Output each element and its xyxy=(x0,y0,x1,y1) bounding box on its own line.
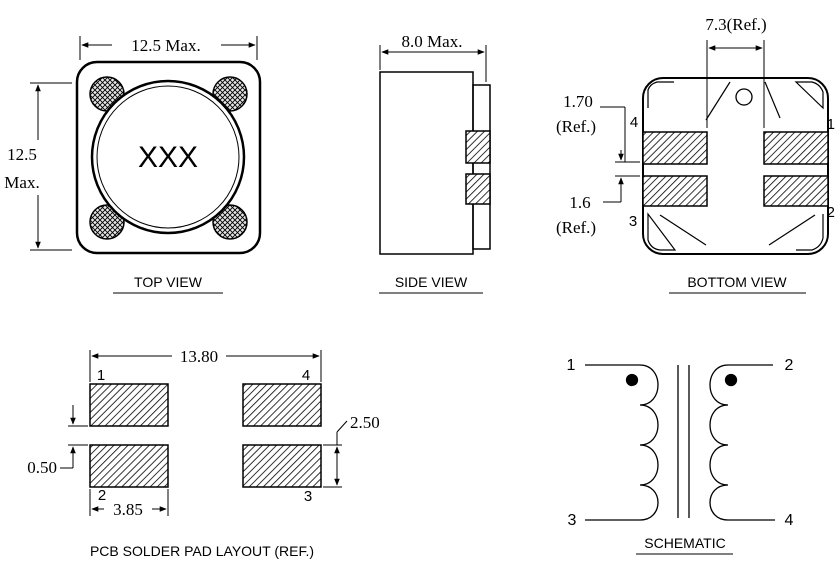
side-view xyxy=(379,45,491,255)
bottom-view xyxy=(600,40,829,255)
bottom-view-body xyxy=(642,77,829,255)
top-height-label-line2: Max. xyxy=(4,173,39,192)
bottom-lead-br xyxy=(768,214,816,246)
schematic xyxy=(585,364,775,521)
top-view-winding-circle xyxy=(90,79,246,235)
bottom-corner-tr xyxy=(794,81,824,110)
pcb-pad-height-label: 2.50 xyxy=(350,413,380,432)
top-height-label-line1: 12.5 xyxy=(7,145,37,164)
schematic-pin-label-2: 2 xyxy=(785,357,794,374)
pcb-layout-caption: PCB SOLDER PAD LAYOUT (REF.) xyxy=(90,543,314,559)
bottom-pad-3 xyxy=(642,175,708,207)
bottom-pin-label-4: 4 xyxy=(630,114,638,131)
bottom-pad-4 xyxy=(642,131,708,165)
schematic-pin-label-1: 1 xyxy=(567,357,576,374)
bottom-pad-height-label-line2: (Ref.) xyxy=(556,117,596,136)
bottom-pad-gap-label-line2: (Ref.) xyxy=(556,218,596,237)
top-view-marking: XXX xyxy=(138,141,198,174)
bottom-pad-1 xyxy=(763,131,829,165)
bottom-pad-2 xyxy=(763,175,829,207)
bottom-lead-tl xyxy=(705,81,731,121)
pcb-pad-4 xyxy=(242,383,322,427)
side-view-terminal xyxy=(472,84,491,250)
pcb-pad-1 xyxy=(89,383,169,427)
schematic-pin-label-3: 3 xyxy=(568,512,577,529)
pcb-pin-label-4: 4 xyxy=(302,367,310,384)
pcb-pin-label-1: 1 xyxy=(97,367,105,384)
bottom-pitch-label: 7.3(Ref.) xyxy=(705,15,766,34)
side-thickness-label: 8.0 Max. xyxy=(402,32,463,51)
top-view-inner-circle xyxy=(96,85,240,229)
schematic-dot-primary xyxy=(625,373,639,387)
schematic-secondary-winding xyxy=(709,364,775,521)
bottom-lead-tr xyxy=(764,81,781,119)
top-view-caption: TOP VIEW xyxy=(134,274,203,290)
pcb-pad-width-label: 3.85 xyxy=(113,500,143,519)
top-view-corner-br xyxy=(212,204,248,240)
side-view-pad-upper xyxy=(465,130,491,164)
pcb-layout xyxy=(60,350,348,516)
pcb-pad-3 xyxy=(242,444,322,488)
bottom-corner-br xyxy=(796,214,824,251)
bottom-corner-tl xyxy=(647,81,674,108)
bottom-pad-gap-label-line1: 1.6 xyxy=(569,193,590,212)
schematic-pin-label-4: 4 xyxy=(785,512,794,529)
bottom-view-caption: BOTTOM VIEW xyxy=(687,274,787,290)
schematic-dot-secondary xyxy=(724,373,738,387)
pcb-height-leader-diag xyxy=(336,420,348,433)
bottom-pin-label-2: 2 xyxy=(827,204,835,221)
top-width-label: 12.5 Max. xyxy=(131,36,200,55)
side-view-body xyxy=(379,71,474,255)
top-view-body xyxy=(75,60,262,255)
top-view xyxy=(30,36,262,255)
schematic-caption: SCHEMATIC xyxy=(644,535,725,551)
pcb-gap-label: 0.50 xyxy=(27,458,57,477)
pcb-pad-2 xyxy=(89,444,169,488)
pcb-width-label: 13.80 xyxy=(180,347,218,366)
bottom-lead-bl xyxy=(659,214,707,246)
pcb-pin-label-3: 3 xyxy=(304,488,312,505)
side-view-pad-lower xyxy=(465,173,491,205)
bottom-pin1-dot xyxy=(735,88,753,106)
pcb-pin-label-2: 2 xyxy=(98,487,106,504)
bottom-pad-height-label-line1: 1.70 xyxy=(563,92,593,111)
bottom-pin-label-1: 1 xyxy=(827,116,835,133)
bottom-pin-label-3: 3 xyxy=(629,213,637,230)
schematic-primary-winding xyxy=(585,364,659,521)
side-view-caption: SIDE VIEW xyxy=(395,274,468,290)
bottom-corner-bl xyxy=(647,212,677,251)
